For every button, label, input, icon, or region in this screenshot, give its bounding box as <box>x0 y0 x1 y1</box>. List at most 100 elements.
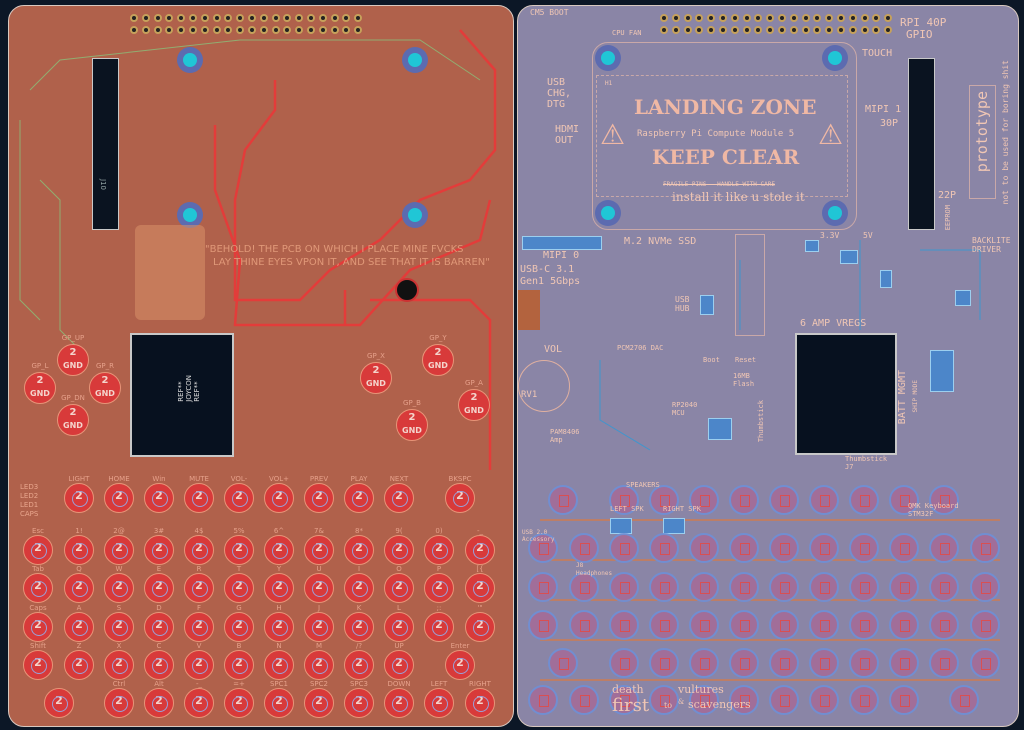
key-switch-pad-back[interactable] <box>769 648 799 678</box>
key-switch-pad-back[interactable] <box>949 685 979 715</box>
key-switch-pad[interactable]: 2 <box>264 483 294 513</box>
key-switch-pad-back[interactable] <box>729 648 759 678</box>
key-switch-pad-back[interactable] <box>889 533 919 563</box>
key-switch-pad[interactable]: 2 <box>344 483 374 513</box>
key-switch-pad[interactable]: 2 <box>304 612 334 642</box>
key-switch-pad[interactable]: 2 <box>465 535 495 565</box>
key-switch-pad-back[interactable] <box>548 648 578 678</box>
key-switch-pad-back[interactable] <box>528 572 558 602</box>
key-switch-pad[interactable]: 2 <box>384 612 414 642</box>
key-switch-pad-back[interactable] <box>769 572 799 602</box>
key-switch-pad-back[interactable] <box>849 485 879 515</box>
key-switch-pad[interactable]: 2 <box>344 650 374 680</box>
key-switch-pad[interactable]: 2 <box>23 650 53 680</box>
key-switch-pad[interactable]: 2 <box>144 650 174 680</box>
key-switch-pad[interactable]: 2 <box>44 688 74 718</box>
key-switch-pad-back[interactable] <box>689 533 719 563</box>
key-switch-pad[interactable]: 2 <box>384 483 414 513</box>
key-switch-pad[interactable]: 2 <box>304 483 334 513</box>
key-switch-pad-back[interactable] <box>548 485 578 515</box>
key-switch-pad-back[interactable] <box>528 610 558 640</box>
key-switch-pad-back[interactable] <box>809 685 839 715</box>
key-switch-pad[interactable]: 2 <box>64 650 94 680</box>
key-switch-pad-back[interactable] <box>689 685 719 715</box>
key-switch-pad-back[interactable] <box>809 485 839 515</box>
key-switch-pad[interactable]: 2 <box>424 573 454 603</box>
key-switch-pad-back[interactable] <box>970 572 1000 602</box>
key-switch-pad-back[interactable] <box>649 648 679 678</box>
key-switch-pad[interactable]: 2 <box>64 573 94 603</box>
key-switch-pad[interactable]: 2 <box>264 573 294 603</box>
key-switch-pad-back[interactable] <box>929 572 959 602</box>
key-switch-pad[interactable]: 2 <box>23 535 53 565</box>
key-switch-pad[interactable]: 2 <box>64 483 94 513</box>
key-switch-pad-back[interactable] <box>528 533 558 563</box>
key-switch-pad-back[interactable] <box>609 610 639 640</box>
key-switch-pad-back[interactable] <box>849 533 879 563</box>
key-switch-pad-back[interactable] <box>569 533 599 563</box>
key-switch-pad[interactable]: 2 <box>104 573 134 603</box>
key-switch-pad-back[interactable] <box>769 485 799 515</box>
key-switch-pad[interactable]: 2 <box>144 573 174 603</box>
key-switch-pad[interactable]: 2 <box>424 688 454 718</box>
key-switch-pad[interactable]: 2 <box>424 612 454 642</box>
key-switch-pad-back[interactable] <box>729 485 759 515</box>
key-switch-pad[interactable]: 2 <box>224 573 254 603</box>
key-switch-pad-back[interactable] <box>970 610 1000 640</box>
key-switch-pad-back[interactable] <box>729 685 759 715</box>
key-switch-pad-back[interactable] <box>609 685 639 715</box>
key-switch-pad[interactable]: 2 <box>23 612 53 642</box>
key-switch-pad[interactable]: 2 <box>184 688 214 718</box>
key-switch-pad[interactable]: 2 <box>144 483 174 513</box>
key-switch-pad[interactable]: 2 <box>384 688 414 718</box>
key-switch-pad-back[interactable] <box>689 572 719 602</box>
key-switch-pad[interactable]: 2 <box>224 535 254 565</box>
key-switch-pad-back[interactable] <box>889 485 919 515</box>
key-switch-pad-back[interactable] <box>609 533 639 563</box>
key-switch-pad-back[interactable] <box>809 610 839 640</box>
key-switch-pad[interactable]: 2 <box>144 612 174 642</box>
key-switch-pad-back[interactable] <box>929 648 959 678</box>
key-switch-pad-back[interactable] <box>729 533 759 563</box>
key-switch-pad[interactable]: 2 <box>384 650 414 680</box>
key-switch-pad[interactable]: 2 <box>184 612 214 642</box>
key-switch-pad-back[interactable] <box>689 610 719 640</box>
key-switch-pad-back[interactable] <box>849 610 879 640</box>
key-switch-pad-back[interactable] <box>649 610 679 640</box>
key-switch-pad-back[interactable] <box>889 610 919 640</box>
key-switch-pad[interactable]: 2 <box>64 612 94 642</box>
key-switch-pad-back[interactable] <box>809 648 839 678</box>
key-switch-pad-back[interactable] <box>649 533 679 563</box>
key-switch-pad[interactable]: 2 <box>23 573 53 603</box>
key-switch-pad[interactable]: 2 <box>304 535 334 565</box>
key-switch-pad-back[interactable] <box>769 685 799 715</box>
key-switch-pad-back[interactable] <box>929 485 959 515</box>
key-switch-pad[interactable]: 2 <box>344 688 374 718</box>
key-switch-pad[interactable]: 2 <box>304 688 334 718</box>
key-switch-pad-back[interactable] <box>689 485 719 515</box>
key-switch-pad[interactable]: 2 <box>264 688 294 718</box>
key-switch-pad[interactable]: 2 <box>184 573 214 603</box>
key-switch-pad-back[interactable] <box>729 610 759 640</box>
key-switch-pad[interactable]: 2 <box>144 535 174 565</box>
key-switch-pad[interactable]: 2 <box>104 650 134 680</box>
key-switch-pad-back[interactable] <box>809 572 839 602</box>
key-switch-pad[interactable]: 2 <box>144 688 174 718</box>
key-switch-pad[interactable]: 2 <box>424 535 454 565</box>
key-switch-pad-back[interactable] <box>649 572 679 602</box>
key-switch-pad-back[interactable] <box>889 648 919 678</box>
key-switch-pad[interactable]: 2 <box>344 612 374 642</box>
key-switch-pad-back[interactable] <box>569 572 599 602</box>
key-switch-pad-back[interactable] <box>609 485 639 515</box>
key-switch-pad-back[interactable] <box>929 610 959 640</box>
key-switch-pad[interactable]: 2 <box>64 535 94 565</box>
key-switch-pad[interactable]: 2 <box>465 573 495 603</box>
key-switch-pad[interactable]: 2 <box>224 650 254 680</box>
key-switch-pad[interactable]: 2 <box>224 612 254 642</box>
